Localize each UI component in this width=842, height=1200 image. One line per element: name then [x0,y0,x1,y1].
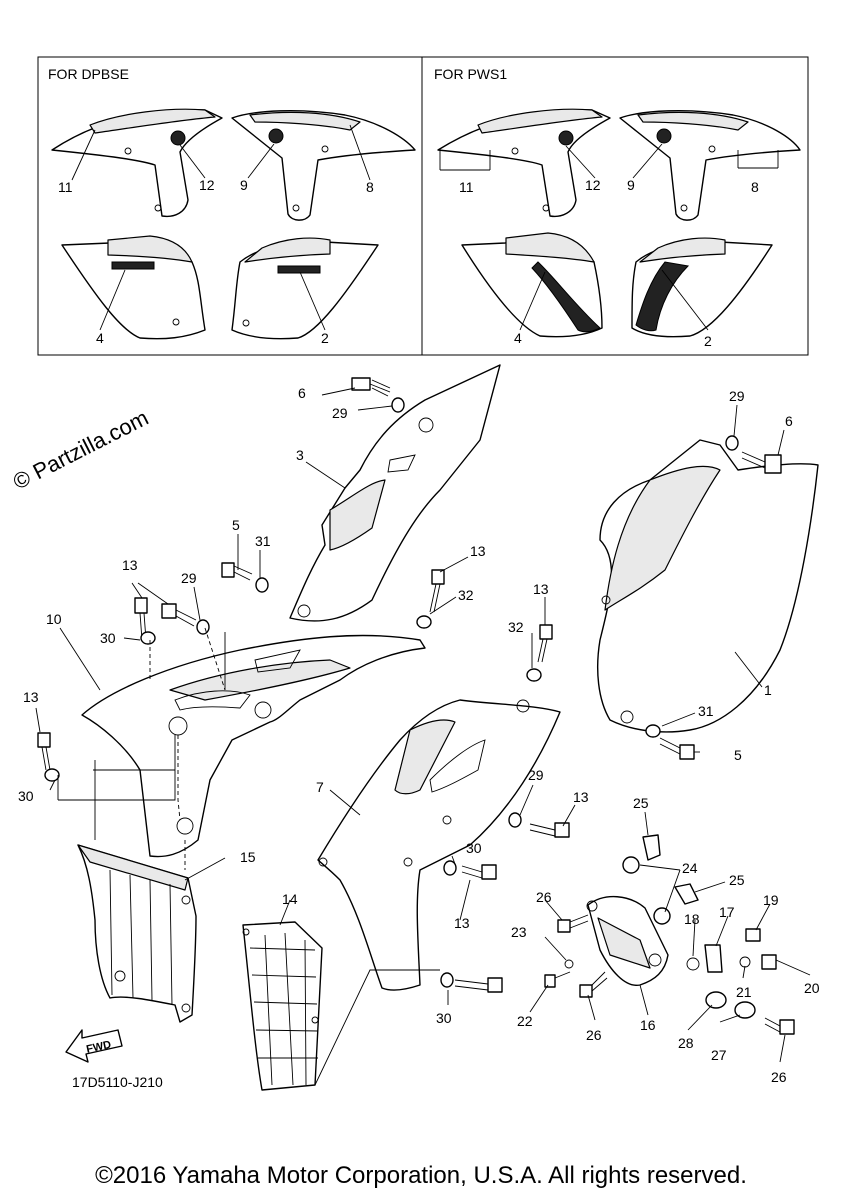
inset-left-sidecover-left [61,235,206,340]
callout-16: 16 [640,1017,656,1033]
part-7-shroud [317,699,561,991]
callout-13-a: 13 [122,557,138,573]
callout-21: 21 [736,984,752,1000]
callout-30-a: 30 [100,630,116,646]
callout-13-e: 13 [573,789,589,805]
callout-25-b: 25 [729,872,745,888]
callout-14: 14 [282,891,298,907]
callout-2-right: 2 [704,333,712,349]
callout-13-b: 13 [470,543,486,559]
callout-8-right: 8 [751,179,759,195]
callout-15: 15 [240,849,256,865]
callout-2-left: 2 [321,330,329,346]
inset-right-shroud-left [437,108,611,218]
callout-22: 22 [517,1013,533,1029]
callout-13-d: 13 [23,689,39,705]
callout-26-a: 26 [536,889,552,905]
callout-32-b: 32 [508,619,524,635]
fasteners [37,377,795,1035]
callout-3: 3 [296,447,304,463]
callout-9-right: 9 [627,177,635,193]
part-10-shroud [81,634,426,858]
watermark: © Partzilla.com [9,405,152,495]
copyright: ©2016 Yamaha Motor Corporation, U.S.A. A… [95,1162,747,1189]
callout-19: 19 [763,892,779,908]
callout-27: 27 [711,1047,727,1063]
diagram-code: 17D5110-J210 [72,1074,163,1090]
callout-31-top: 31 [255,533,271,549]
callout-8-left: 8 [366,179,374,195]
part-15-guard [77,844,197,1023]
callout-26-c: 26 [771,1069,787,1085]
callout-9-left: 9 [240,177,248,193]
inset-title-right: FOR PWS1 [434,66,507,82]
inset-left-shroud-right [231,110,416,221]
callout-24: 24 [682,860,698,876]
inset-right-sidecover-left [461,232,603,338]
callout-26-b: 26 [586,1027,602,1043]
part-1-sidecover [596,439,819,733]
callout-11-left: 11 [58,179,73,195]
callout-23: 23 [511,924,527,940]
inset-left-sidecover-right [231,237,379,340]
callout-29-top: 29 [332,405,348,421]
callout-6-top: 6 [298,385,306,401]
callout-13-c: 13 [533,581,549,597]
callout-5-top: 5 [232,517,240,533]
callout-29-b: 29 [181,570,197,586]
callout-5-right: 5 [734,747,742,763]
inset-right-sidecover-right [631,237,773,338]
callout-12-right: 12 [585,177,601,193]
part-16-bracket [586,895,669,986]
part-3-panel [289,364,501,622]
callout-4-left: 4 [96,330,104,346]
callout-17: 17 [719,904,735,920]
callouts: 11 12 9 8 4 2 11 12 9 8 4 2 6 29 3 5 31 … [18,177,820,1085]
callout-18: 18 [684,911,700,927]
callout-10: 10 [46,611,62,627]
callout-6-right: 6 [785,413,793,429]
callout-32-a: 32 [458,587,474,603]
callout-30-c: 30 [466,840,482,856]
inset-left-shroud-left [51,108,223,218]
inset-frame [37,56,809,356]
callout-29-right: 29 [729,388,745,404]
inset-panel: FOR DPBSE FOR PWS1 [37,56,809,356]
callout-28: 28 [678,1035,694,1051]
leader-lines [35,124,811,1086]
callout-1: 1 [764,682,772,698]
callout-13-f: 13 [454,915,470,931]
callout-20: 20 [804,980,820,996]
callout-30-b: 30 [18,788,34,804]
inset-right-shroud-right [619,110,801,221]
callout-31-right: 31 [698,703,714,719]
callout-11-right: 11 [459,179,474,195]
callout-29-c: 29 [528,767,544,783]
callout-25-a: 25 [633,795,649,811]
callout-30-d: 30 [436,1010,452,1026]
fwd-label: FWD [85,1039,112,1056]
part-14-guard [242,921,323,1091]
callout-4-right: 4 [514,330,522,346]
callout-7: 7 [316,779,324,795]
fwd-arrow: FWD [65,1029,123,1063]
inset-title-left: FOR DPBSE [48,66,129,82]
callout-12-left: 12 [199,177,215,193]
